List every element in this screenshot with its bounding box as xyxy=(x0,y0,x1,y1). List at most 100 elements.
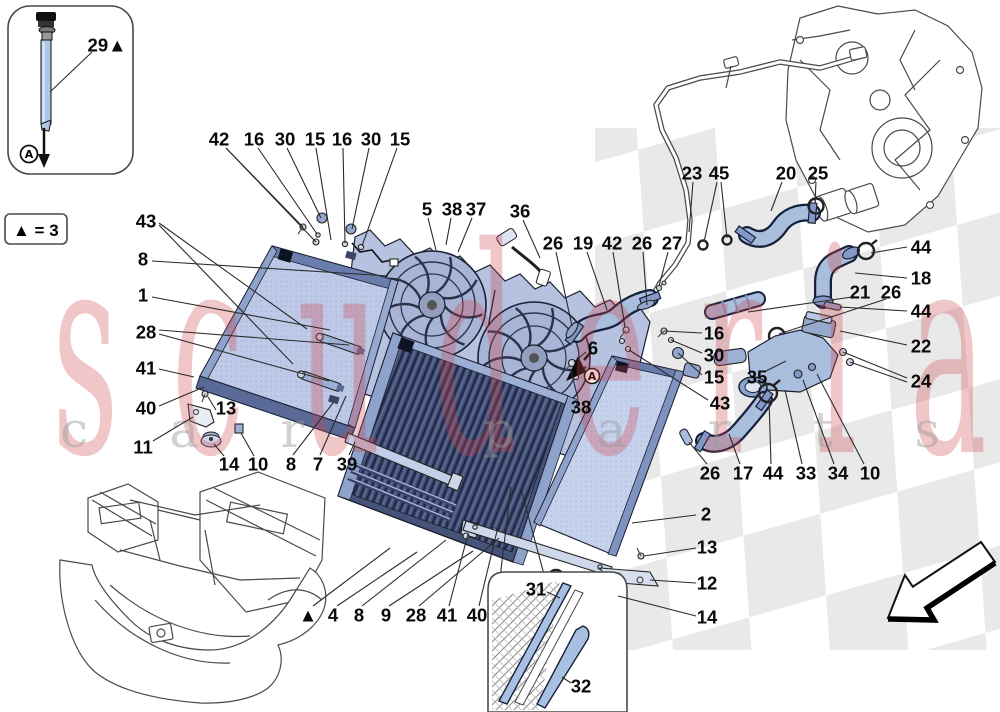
callout-39: 39 xyxy=(337,441,357,475)
svg-text:36: 36 xyxy=(510,201,531,222)
callout-30: 30 xyxy=(670,339,725,366)
svg-text:28: 28 xyxy=(136,322,157,343)
callout-2: 2 xyxy=(631,504,711,525)
callout-31: 31 xyxy=(526,579,561,600)
gasket-inset xyxy=(487,486,628,712)
callout-21: 21 xyxy=(747,282,870,313)
callout-38: 38 xyxy=(442,199,463,246)
svg-text:44: 44 xyxy=(911,237,932,258)
callout-25: 25 xyxy=(808,163,828,203)
svg-text:45: 45 xyxy=(709,163,730,184)
svg-text:44: 44 xyxy=(911,301,932,322)
svg-text:26: 26 xyxy=(632,233,653,254)
svg-text:8: 8 xyxy=(286,454,296,475)
svg-text:30: 30 xyxy=(275,129,296,150)
callout-44: 44 xyxy=(839,301,932,322)
svg-text:10: 10 xyxy=(860,463,881,484)
callout-6: 6 xyxy=(573,338,598,363)
callout-45: 45 xyxy=(703,163,730,243)
svg-text:1: 1 xyxy=(138,285,148,306)
callout-16: 16 xyxy=(332,129,353,244)
svg-text:41: 41 xyxy=(136,358,157,379)
svg-text:15: 15 xyxy=(305,129,326,150)
callout-8: 8 xyxy=(286,402,334,475)
callout-9: 9 xyxy=(381,550,474,626)
view-marker-a-inset: A xyxy=(19,128,50,168)
svg-text:14: 14 xyxy=(219,454,240,475)
callout-32: 32 xyxy=(561,676,592,697)
direction-arrow-icon xyxy=(886,540,997,623)
svg-text:37: 37 xyxy=(466,199,487,220)
callout-26: 26 xyxy=(688,441,720,484)
svg-text:2: 2 xyxy=(701,504,711,525)
callout-18: 18 xyxy=(854,268,931,289)
svg-text:38: 38 xyxy=(571,397,592,418)
callout-20: 20 xyxy=(770,163,796,212)
radiator-bracket xyxy=(187,390,244,448)
callout-13: 13 xyxy=(207,396,237,419)
svg-text:16: 16 xyxy=(332,129,353,150)
svg-text:31: 31 xyxy=(526,579,547,600)
svg-text:▲: ▲ xyxy=(299,605,317,626)
callout-11: 11 xyxy=(133,416,194,458)
callout-14: 14 xyxy=(617,595,718,628)
view-marker-a-main: A xyxy=(566,351,601,385)
callout-8: 8 xyxy=(354,539,447,626)
callout-23: 23 xyxy=(682,163,702,233)
elbow-18 xyxy=(812,239,878,311)
svg-text:5: 5 xyxy=(422,199,432,220)
svg-text:33: 33 xyxy=(796,463,817,484)
gasket-31 xyxy=(498,582,572,705)
svg-text:6: 6 xyxy=(588,338,598,359)
svg-text:43: 43 xyxy=(710,393,731,414)
svg-text:43: 43 xyxy=(136,211,157,232)
callout-10: 10 xyxy=(816,373,881,484)
svg-text:13: 13 xyxy=(697,537,718,558)
callout-43: 43 xyxy=(628,349,731,414)
svg-text:42: 42 xyxy=(602,233,623,254)
callout-19: 19 xyxy=(573,233,608,311)
svg-text:8: 8 xyxy=(354,605,364,626)
callout-13: 13 xyxy=(643,537,718,558)
svg-text:32: 32 xyxy=(571,676,592,697)
callout-37: 37 xyxy=(457,199,487,253)
callout-41: 41 xyxy=(437,533,469,626)
svg-text:30: 30 xyxy=(361,129,382,150)
callout-15: 15 xyxy=(361,129,411,247)
svg-text:15: 15 xyxy=(704,367,725,388)
callout-42: 42 xyxy=(209,129,317,243)
callout-42: 42 xyxy=(602,233,626,328)
fan-wiring-icon xyxy=(496,228,551,287)
condenser-core xyxy=(337,332,579,566)
svg-text:28: 28 xyxy=(406,605,427,626)
svg-text:40: 40 xyxy=(136,398,157,419)
callout-27: 27 xyxy=(658,233,682,287)
svg-text:29▲: 29▲ xyxy=(88,35,127,56)
callout-15: 15 xyxy=(677,352,725,388)
callout-17: 17 xyxy=(728,433,753,484)
svg-text:4: 4 xyxy=(328,605,339,626)
svg-text:30: 30 xyxy=(704,345,725,366)
callout-40: 40 xyxy=(136,386,205,419)
right-radiator xyxy=(533,326,702,601)
svg-text:14: 14 xyxy=(697,607,718,628)
callout-26: 26 xyxy=(778,282,901,335)
svg-text:9: 9 xyxy=(381,605,391,626)
svg-text:24: 24 xyxy=(911,371,932,392)
callout-26: 26 xyxy=(632,233,653,306)
svg-text:19: 19 xyxy=(573,233,594,254)
callout-35: 35 xyxy=(747,360,787,388)
callout-5: 5 xyxy=(422,199,437,251)
callout-16: 16 xyxy=(244,129,318,235)
thermostat-housing xyxy=(657,311,855,398)
svg-text:41: 41 xyxy=(437,605,458,626)
svg-text:26: 26 xyxy=(543,233,564,254)
svg-text:13: 13 xyxy=(216,398,237,419)
callout-24: 24 xyxy=(842,351,932,392)
callout-16: 16 xyxy=(663,323,724,344)
svg-text:15: 15 xyxy=(390,129,411,150)
svg-text:16: 16 xyxy=(244,129,265,150)
svg-text:38: 38 xyxy=(442,199,463,220)
